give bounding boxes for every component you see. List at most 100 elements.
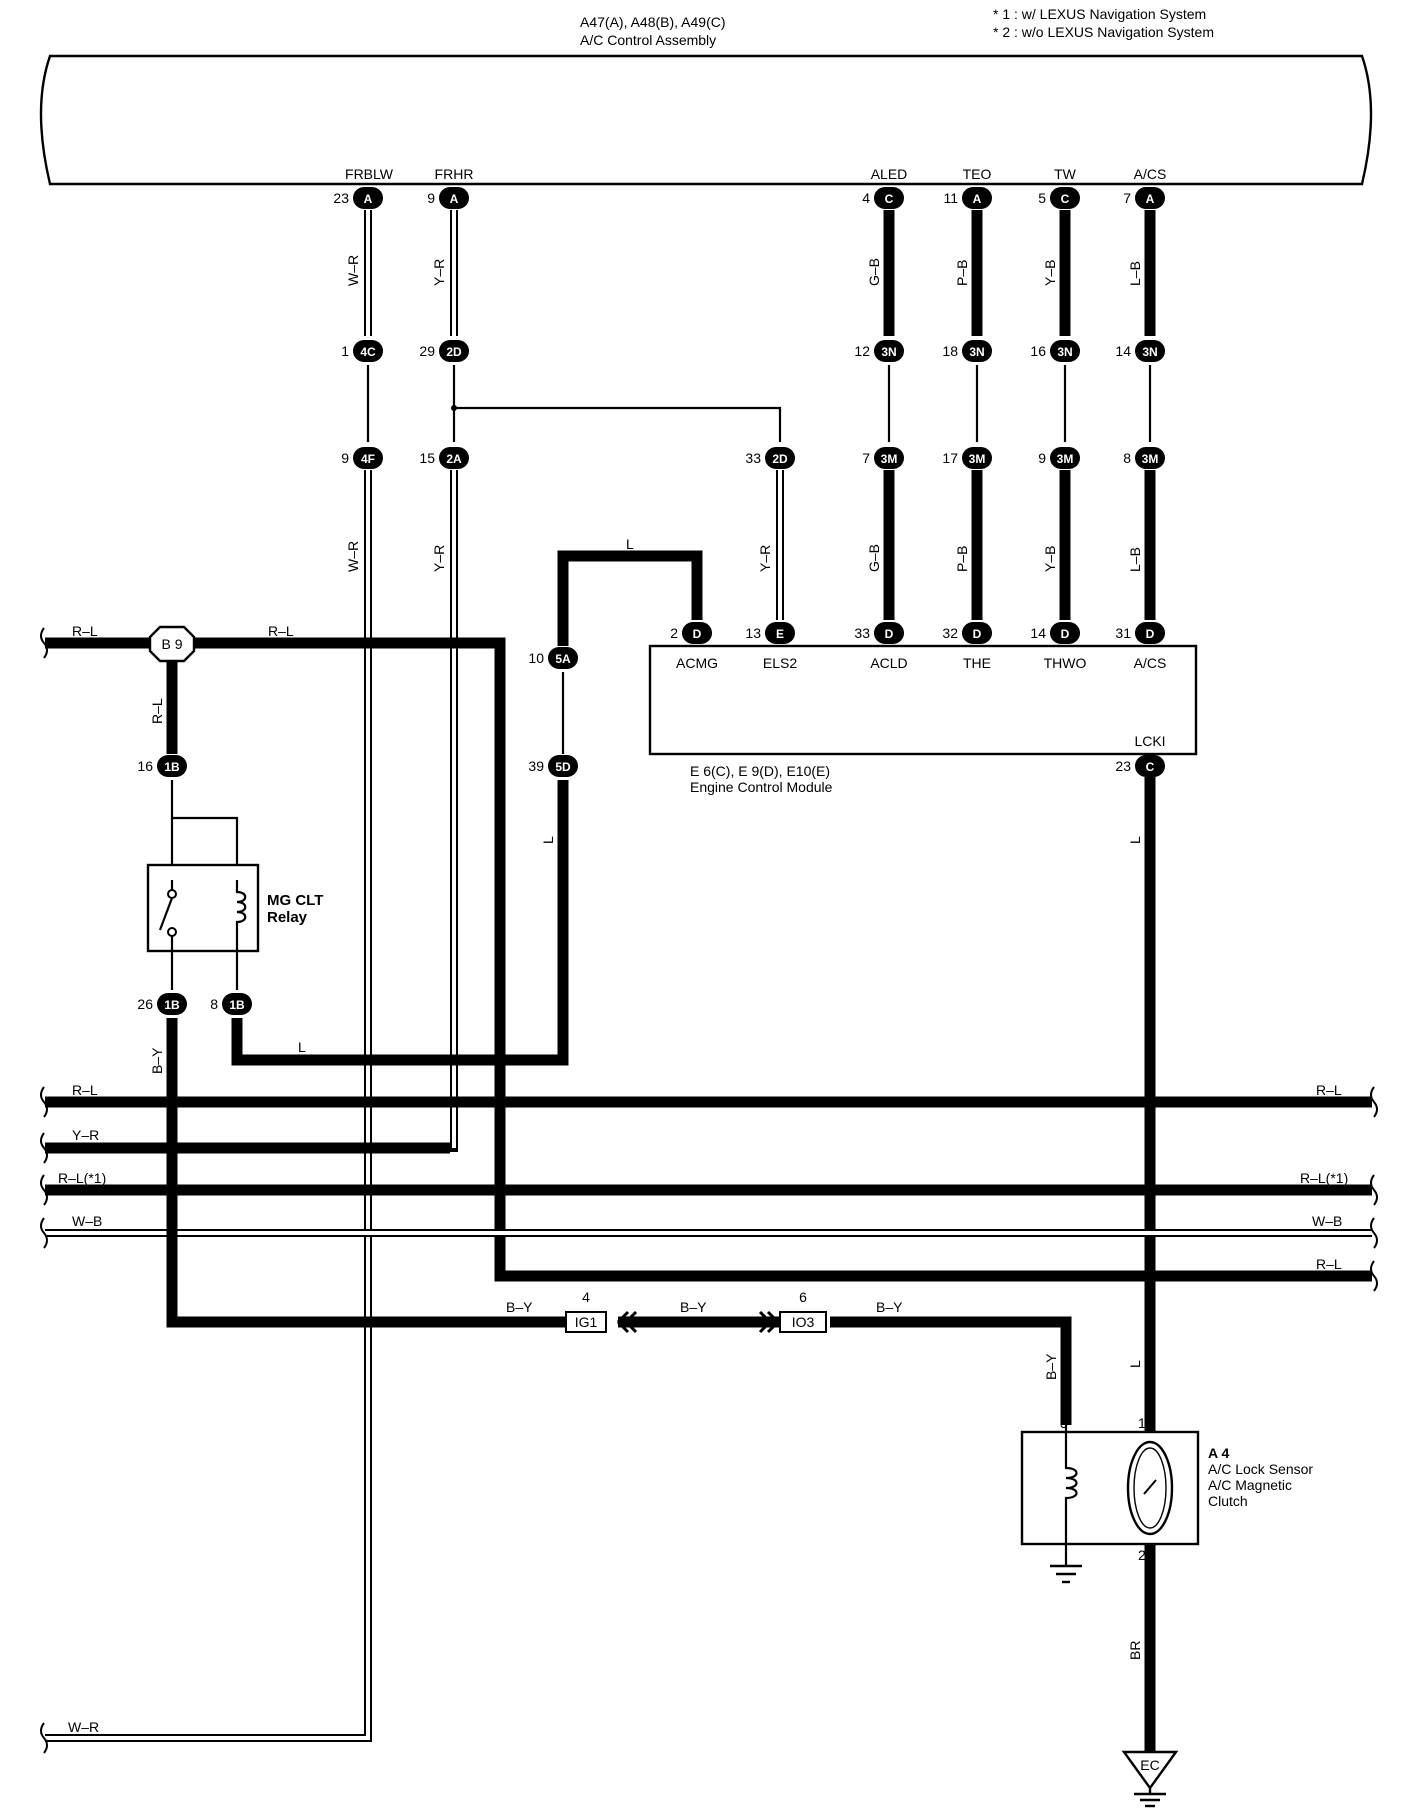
- junction-j13-code: 3M: [1142, 452, 1159, 466]
- ecm-pin-3-code: D: [973, 627, 982, 641]
- ecm-pin-6-pin: 23: [1115, 758, 1131, 774]
- junction-j3-code: 3N: [881, 345, 896, 359]
- junction-j7: 4F9: [341, 447, 383, 469]
- label-by-relay: B–Y: [149, 1047, 165, 1074]
- wire-by: [166, 1018, 580, 1328]
- ecm-pin-5: D 31: [1115, 622, 1165, 644]
- wire-frblw: [45, 210, 372, 1742]
- ecm-pin-5-code: D: [1146, 627, 1155, 641]
- ground-ec: EC: [1121, 1750, 1179, 1808]
- ac-pin-3-pin: 11: [943, 190, 958, 206]
- terminal-tw: TW: [1054, 166, 1077, 182]
- sensor-pin-1: 1: [1138, 1415, 1146, 1431]
- junction-j2-pin: 29: [419, 343, 435, 359]
- ecm-terminal-els2: ELS2: [763, 655, 797, 671]
- sensor-pin-3: 3: [1060, 1415, 1068, 1431]
- splice-b9-label: B 9: [161, 636, 182, 652]
- label-yr-top: Y–R: [431, 259, 447, 286]
- ecm-code: E 6(C), E 9(D), E10(E): [690, 763, 830, 779]
- ac-pin-2: C4: [862, 187, 904, 209]
- terminal-acs: A/CS: [1134, 166, 1167, 182]
- ac-pin-0-code: A: [364, 192, 373, 206]
- label-by-1: B–Y: [506, 1299, 533, 1315]
- junction-j6-pin: 14: [1115, 343, 1131, 359]
- ac-pin-5-code: A: [1146, 192, 1155, 206]
- label-yr-bus: Y–R: [72, 1127, 99, 1143]
- label-lb-mid: L–B: [1127, 547, 1143, 572]
- ac-pin-4-pin: 5: [1038, 190, 1046, 206]
- label-lb-top: L–B: [1127, 261, 1143, 286]
- ac-pin-2-code: C: [885, 192, 894, 206]
- label-pb-top: P–B: [954, 260, 970, 286]
- wire-5d-relay: [231, 780, 569, 1066]
- ecm-name: Engine Control Module: [690, 779, 833, 795]
- label-l-acmg: L: [626, 536, 634, 552]
- junction-j11-pin: 17: [942, 450, 958, 466]
- label-rl-left: R–L: [72, 623, 98, 639]
- ecm-pin-2: D33: [854, 622, 904, 644]
- ac-control-assembly-box: [39, 54, 1373, 186]
- junction-j5-code: 3N: [1057, 345, 1072, 359]
- io3-label: IO3: [792, 1314, 815, 1330]
- junction-j10-code: 3M: [881, 452, 898, 466]
- ig1-pin: 4: [582, 1289, 590, 1305]
- label-rl-bus-right: R–L: [1316, 1082, 1342, 1098]
- junction-j13-pin: 8: [1123, 450, 1131, 466]
- ecm-pin-1-pin: 13: [745, 625, 761, 641]
- label-yb-mid: Y–B: [1042, 546, 1058, 572]
- ecm-terminal-acld: ACLD: [870, 655, 907, 671]
- junction-j12-code: 3M: [1057, 452, 1074, 466]
- junction-j1-code: 4C: [360, 345, 376, 359]
- junction-j18-code: 1B: [229, 998, 245, 1012]
- junction-j6-code: 3N: [1142, 345, 1157, 359]
- label-pb-mid: P–B: [954, 546, 970, 572]
- junction-j15-pin: 39: [528, 758, 544, 774]
- junction-j8-code: 2A: [446, 452, 462, 466]
- junction-j14-pin: 10: [528, 650, 544, 666]
- label-wr-mid: W–R: [345, 541, 361, 572]
- junction-j4-code: 3N: [969, 345, 984, 359]
- ecm-terminal-the: THE: [963, 655, 991, 671]
- ac-control-code: A47(A), A48(B), A49(C): [580, 14, 726, 30]
- note-2: * 2 : w/o LEXUS Navigation System: [993, 24, 1214, 40]
- sensor-name-1: A/C Lock Sensor: [1208, 1461, 1313, 1477]
- ecm-pin-6-code: C: [1146, 760, 1155, 774]
- ecm-pin-5-pin: 31: [1115, 625, 1131, 641]
- junction-j6: 3N 14: [1115, 340, 1165, 362]
- junction-j2-code: 2D: [446, 345, 462, 359]
- junction-j9-code: 2D: [772, 452, 788, 466]
- label-wr-bottom: W–R: [68, 1719, 99, 1735]
- junction-j17-code: 1B: [164, 998, 180, 1012]
- junction-j17-pin: 26: [137, 996, 153, 1012]
- label-l-relay: L: [298, 1039, 306, 1055]
- ecm-pin-6: C 23: [1115, 755, 1165, 777]
- label-l-5d: L: [540, 836, 556, 844]
- junction-j12-pin: 9: [1038, 450, 1046, 466]
- junction-j5-pin: 16: [1030, 343, 1046, 359]
- label-rl-relay: R–L: [149, 698, 165, 724]
- relay-name-2: Relay: [267, 909, 308, 926]
- label-gb-top: G–B: [866, 258, 882, 286]
- junction-j18-pin: 8: [210, 996, 218, 1012]
- ac-pin-0-pin: 23: [333, 190, 349, 206]
- ecm-pin-4: D14: [1030, 622, 1080, 644]
- ecm-pin-4-code: D: [1061, 627, 1070, 641]
- ecm-box: [648, 644, 1198, 756]
- ecm-terminal-lcki: LCKI: [1134, 733, 1165, 749]
- junction-j15-code: 5D: [555, 760, 571, 774]
- inline-io3: IO3 6: [758, 1289, 827, 1334]
- junction-j3-pin: 12: [854, 343, 870, 359]
- ac-control-name: A/C Control Assembly: [580, 32, 716, 48]
- junction-j4-pin: 18: [942, 343, 958, 359]
- label-rl1-right: R–L(*1): [1300, 1170, 1348, 1186]
- note-1: * 1 : w/ LEXUS Navigation System: [993, 6, 1206, 22]
- junction-j2: 2D 29: [419, 340, 469, 362]
- junction-j17: 1B 26: [137, 993, 187, 1015]
- sensor-pin-2: 2: [1138, 1547, 1146, 1563]
- sensor-name-2: A/C Magnetic: [1208, 1477, 1292, 1493]
- wire-by-right: [830, 1316, 1072, 1425]
- label-by-2: B–Y: [680, 1299, 707, 1315]
